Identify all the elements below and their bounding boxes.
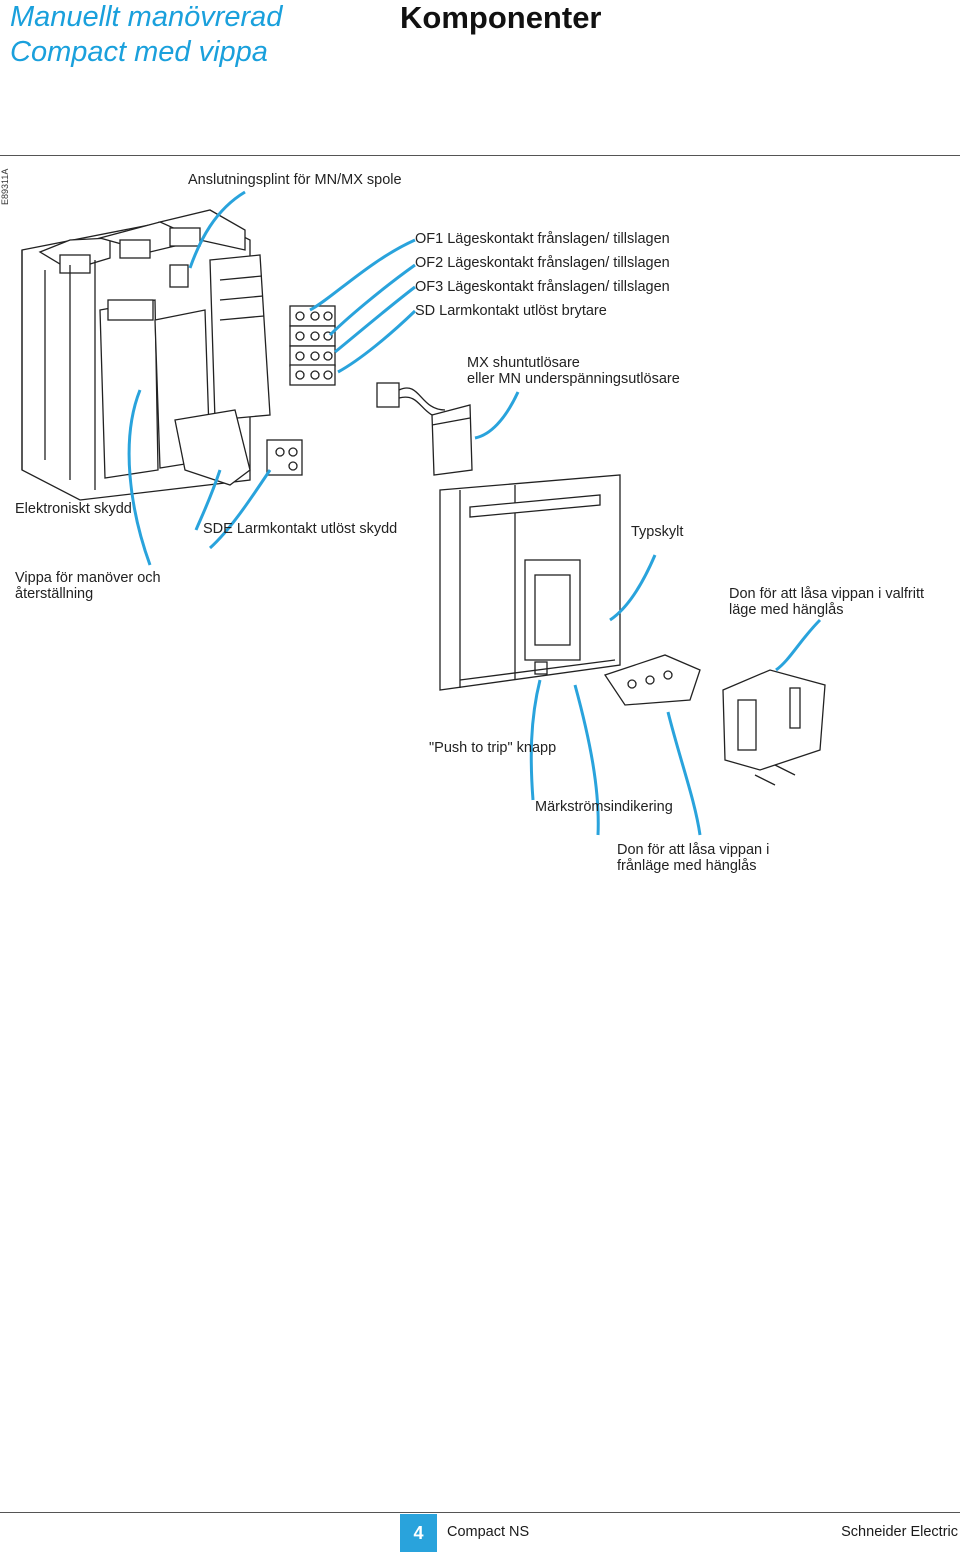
- section-subtitle: Manuellt manövrerad Compact med vippa: [10, 0, 282, 70]
- label-terminal-block: Anslutningsplint för MN/MX spole: [188, 172, 402, 188]
- label-sde: SDE Larmkontakt utlöst skydd: [203, 521, 398, 537]
- label-lock-off-line1: Don för att låsa vippan i: [617, 842, 770, 858]
- footer-divider: [0, 1512, 960, 1513]
- footer-product: Compact NS: [447, 1524, 530, 1540]
- page-title: Komponenter: [400, 0, 602, 35]
- page-number: 4: [400, 1514, 437, 1552]
- label-of3: OF3 Lägeskontakt frånslagen/ tillslagen: [415, 279, 670, 295]
- components-illustration: [21, 190, 826, 836]
- label-electronic-guard: Elektroniskt skydd: [15, 501, 132, 517]
- footer-company: Schneider Electric: [841, 1524, 958, 1540]
- callout-arrows: [127, 190, 822, 836]
- header-divider: [0, 155, 960, 156]
- padlock-device-drawing: [722, 669, 826, 786]
- sde-contact-drawing: [266, 439, 303, 476]
- label-toggle-line1: Vippa för manöver och: [15, 570, 161, 586]
- label-lock-off-line2: frånläge med hänglås: [617, 858, 757, 874]
- front-cover-drawing: [439, 474, 621, 691]
- breaker-body-drawing: [21, 209, 271, 501]
- label-mx-line1: MX shuntutlösare: [467, 355, 580, 371]
- label-mx-line2: eller MN underspänningsutlösare: [467, 371, 680, 387]
- label-push-to-trip: "Push to trip" knapp: [429, 740, 557, 756]
- label-lock-any-line1: Don för att låsa vippan i valfritt: [729, 586, 925, 602]
- label-lock-any-line2: läge med hänglås: [729, 602, 844, 618]
- label-of2: OF2 Lägeskontakt frånslagen/ tillslagen: [415, 255, 670, 271]
- label-toggle-line2: återställning: [15, 586, 94, 602]
- label-sd: SD Larmkontakt utlöst brytare: [415, 303, 607, 319]
- label-nameplate: Typskylt: [631, 524, 684, 540]
- subtitle-line-2: Compact med vippa: [10, 36, 268, 68]
- auxiliary-contacts-drawing: [289, 305, 336, 386]
- label-rating: Märkströmsindikering: [535, 799, 673, 815]
- subtitle-line-1: Manuellt manövrerad: [10, 1, 283, 33]
- label-of1: OF1 Lägeskontakt frånslagen/ tillslagen: [415, 231, 670, 247]
- mx-release-drawing: [376, 382, 473, 476]
- lock-plate-drawing: [603, 654, 701, 706]
